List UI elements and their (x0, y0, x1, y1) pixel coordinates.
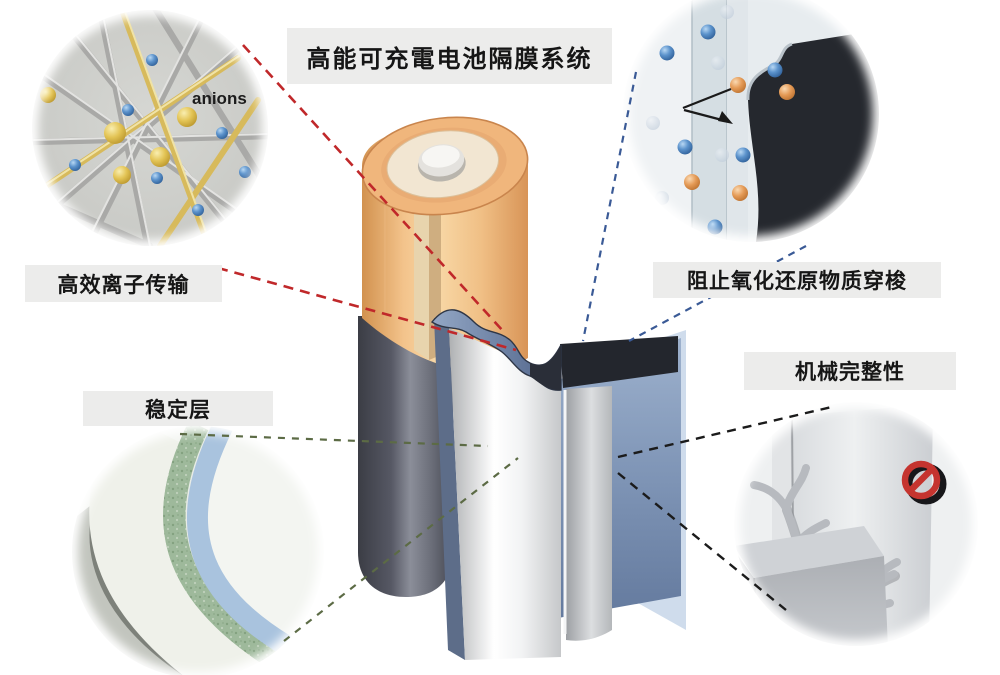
electrode-black (747, 30, 879, 242)
connector-mechanical-integrity (617, 404, 837, 611)
prohibition-icon (901, 460, 947, 505)
callout-ion-transport: 高效离子传输 (25, 265, 222, 302)
base-membrane-layer (89, 426, 279, 675)
inset-redox-blocking (613, 0, 889, 252)
anions-annotation: anions (192, 89, 247, 108)
callout-redox-shuttle: 阻止氧化还原物质穿梭 (653, 262, 941, 298)
polymer-rods (32, 10, 261, 246)
coating-layer-blue (186, 426, 324, 674)
connector-redox-shuttle (581, 71, 807, 342)
redox-spheres-orange (684, 77, 795, 201)
callout-mechanical-integrity: 机械完整性 (744, 352, 956, 390)
inset-mechanical-integrity (724, 392, 988, 656)
callout-stable-layer: 稳定层 (83, 391, 273, 426)
separator-sheet-white (449, 328, 561, 660)
connector-lines (179, 44, 837, 642)
inset-stable-layer (62, 416, 334, 675)
diagram-title: 高能可充電电池隔膜系统 (287, 28, 612, 84)
cathode-top-band (560, 336, 678, 388)
separator-edge-strip (434, 318, 465, 660)
anion-spheres-yellow (40, 87, 197, 184)
unrolled-layers (430, 309, 686, 660)
inset-fiber-network: anions (22, 0, 278, 256)
cation-spheres-blue (69, 54, 251, 216)
bounce-arrow (682, 87, 733, 124)
connector-stable-layer (179, 432, 519, 642)
battery-illustration (358, 116, 686, 660)
battery-cap (361, 116, 529, 216)
anode-sheet-gray (566, 386, 612, 641)
casing-cut-inner-face (414, 206, 429, 360)
connector-ion-transport (217, 44, 517, 352)
pressing-slab-top (734, 526, 884, 578)
